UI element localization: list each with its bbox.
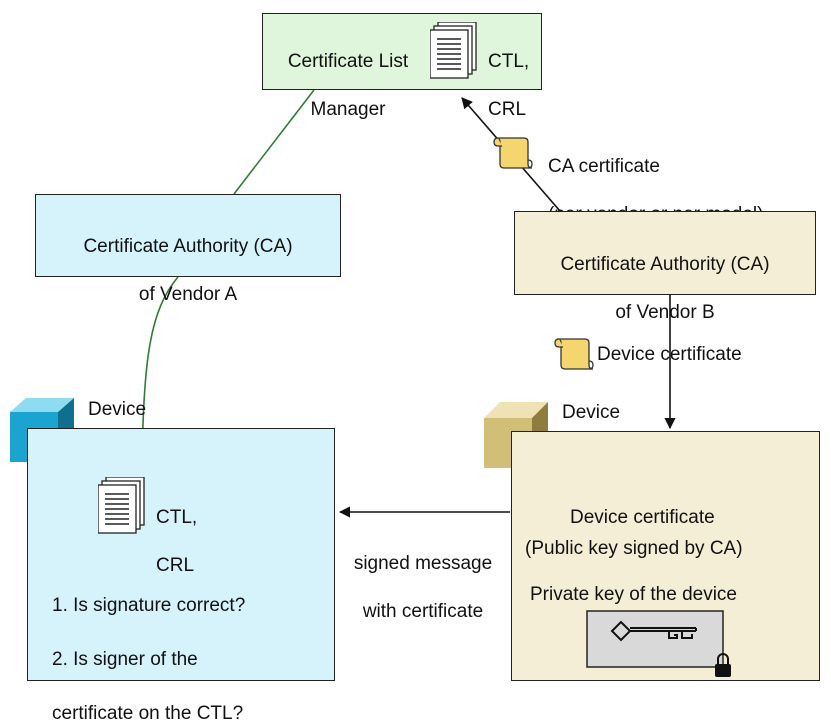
device-certificate-scroll-icon: [554, 338, 594, 370]
question-2-cont: certificate on the CTL?: [52, 703, 244, 724]
device-a-doc-line1: CTL,: [156, 507, 198, 528]
signed-message-label: signed message with certificate: [337, 528, 509, 624]
ca-certificate-line1: CA certificate: [548, 156, 660, 177]
ca-vendor-b-line2: of Vendor B: [615, 302, 715, 323]
clm-label-line2: Manager: [310, 99, 386, 120]
clm-label-line1: Certificate List: [287, 51, 409, 72]
device-b-cert-line1: Device certificate: [570, 507, 715, 528]
ca-vendor-b-box: [514, 211, 816, 295]
device-b-title: Device: [562, 402, 621, 423]
private-key-box: [586, 610, 724, 668]
ca-vendor-a-line2: of Vendor A: [138, 284, 238, 305]
device-a-box: [27, 428, 335, 681]
device-a-document-stack-icon: [98, 477, 145, 534]
device-a-title: Device: [88, 399, 147, 420]
device-a-doc-label: CTL, CRL: [156, 482, 197, 578]
signed-message-line1: signed message: [353, 553, 493, 574]
private-key-graphic: [586, 610, 731, 677]
clm-label: Certificate List Manager: [268, 26, 428, 122]
question-2: 2. Is signer of the: [52, 649, 198, 670]
ca-vendor-a-box: [35, 194, 341, 277]
certificate-list-manager-box: [262, 13, 542, 90]
ca-vendor-a-line1: Certificate Authority (CA): [83, 236, 293, 257]
clm-doc-line2: CRL: [488, 99, 527, 120]
device-a-questions: 1. Is signature correct? 2. Is signer of…: [52, 565, 245, 727]
clm-doc-label: CTL, CRL: [488, 26, 529, 122]
padlock-icon: [715, 653, 731, 677]
signed-message-line2: with certificate: [362, 601, 484, 622]
ca-vendor-b-line1: Certificate Authority (CA): [560, 254, 770, 275]
ca-vendor-b-label: Certificate Authority (CA) of Vendor B: [514, 229, 816, 325]
clm-doc-line1: CTL,: [488, 51, 530, 72]
key-icon: [610, 620, 697, 642]
device-b-cert-line2: (Public key signed by CA): [525, 538, 743, 559]
ca-certificate-scroll-icon: [493, 137, 533, 169]
question-1: 1. Is signature correct?: [52, 595, 246, 616]
ca-a-to-clm-line: [233, 89, 315, 195]
pki-diagram: Certificate List Manager CTL, CRL CA cer…: [10, 13, 820, 724]
device-certificate-label: Device certificate: [597, 344, 742, 365]
private-key-label: Private key of the device: [530, 584, 737, 605]
ca-vendor-a-label: Certificate Authority (CA) of Vendor A: [35, 211, 341, 307]
device-a-doc-line2: CRL: [156, 555, 195, 576]
clm-document-stack-icon: [430, 22, 477, 79]
